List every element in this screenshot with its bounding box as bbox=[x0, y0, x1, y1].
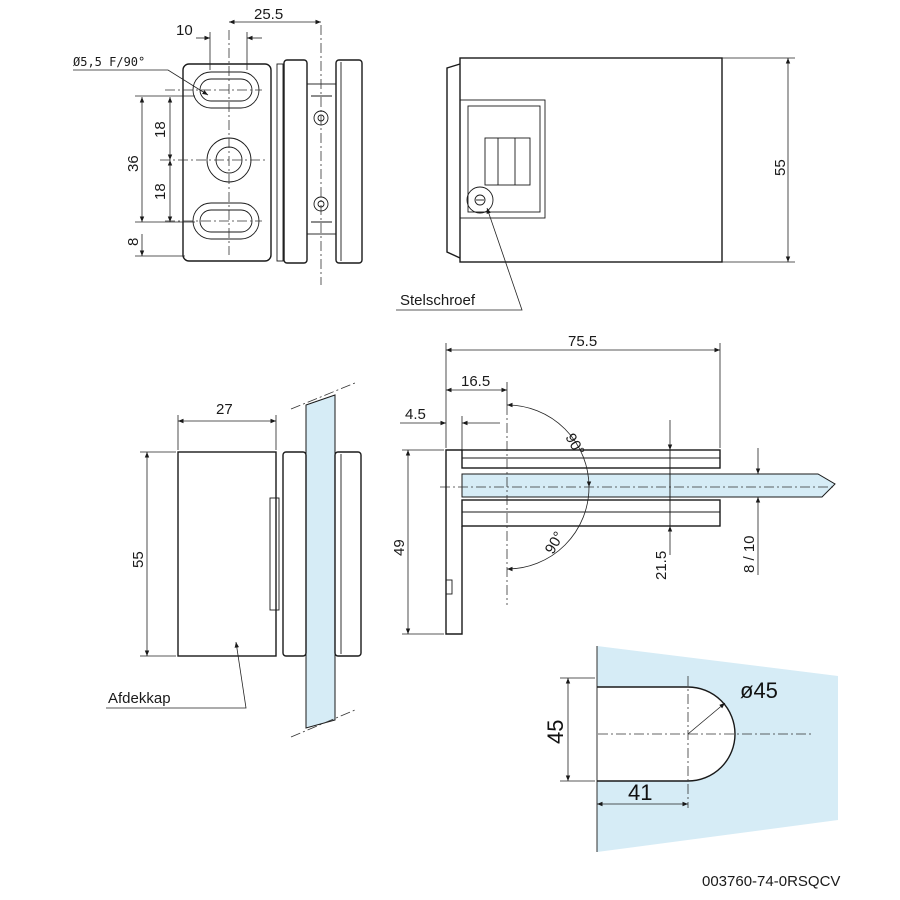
dim-height: 49 bbox=[391, 539, 408, 556]
set-screw-label: Stelschroef bbox=[400, 292, 476, 309]
cover-cap-label: Afdekkap bbox=[108, 690, 171, 707]
side-section-view: 90° 90° 75.5 16.5 4.5 49 21.5 8 / 10 bbox=[391, 333, 836, 635]
hole-spec-label: Ø5,5 F/90° bbox=[73, 55, 145, 69]
dim-cover-width: 27 bbox=[216, 401, 233, 418]
dim-cutout-depth: 41 bbox=[628, 780, 652, 805]
angle-bottom: 90° bbox=[542, 529, 568, 557]
dim-offset-b: 4.5 bbox=[405, 406, 426, 423]
dim-cutout-radius: ø45 bbox=[740, 678, 778, 703]
dim-total: 36 bbox=[125, 155, 142, 172]
dim-bottom: 8 bbox=[125, 238, 142, 246]
dim-glass-thickness: 8 / 10 bbox=[741, 535, 758, 573]
angle-top: 90° bbox=[562, 431, 588, 459]
dim-offset: 25.5 bbox=[254, 6, 283, 23]
dim-slot-width: 10 bbox=[176, 22, 193, 39]
dim-upper-pitch: 18 bbox=[152, 121, 169, 138]
dim-cover-height: 55 bbox=[130, 551, 147, 568]
top-left-dimensions: 10 25.5 Ø5,5 F/90° 36 18 18 8 bbox=[73, 6, 321, 257]
front-view-mount-plate bbox=[160, 25, 363, 285]
dim-offset-a: 16.5 bbox=[461, 373, 490, 390]
top-view-clamp: 55 Stelschroef bbox=[396, 57, 795, 311]
dim-clamp-height: 55 bbox=[772, 159, 789, 176]
glass-cutout-detail: ø45 45 41 bbox=[543, 646, 838, 852]
dim-overall: 75.5 bbox=[568, 333, 597, 350]
dim-clamp-depth: 21.5 bbox=[653, 551, 670, 580]
dim-cutout-height: 45 bbox=[543, 720, 568, 744]
drawing-code: 003760-74-0RSQCV bbox=[702, 873, 840, 890]
side-view-cover: 27 55 Afdekkap bbox=[106, 382, 362, 738]
dim-lower-pitch: 18 bbox=[152, 183, 169, 200]
